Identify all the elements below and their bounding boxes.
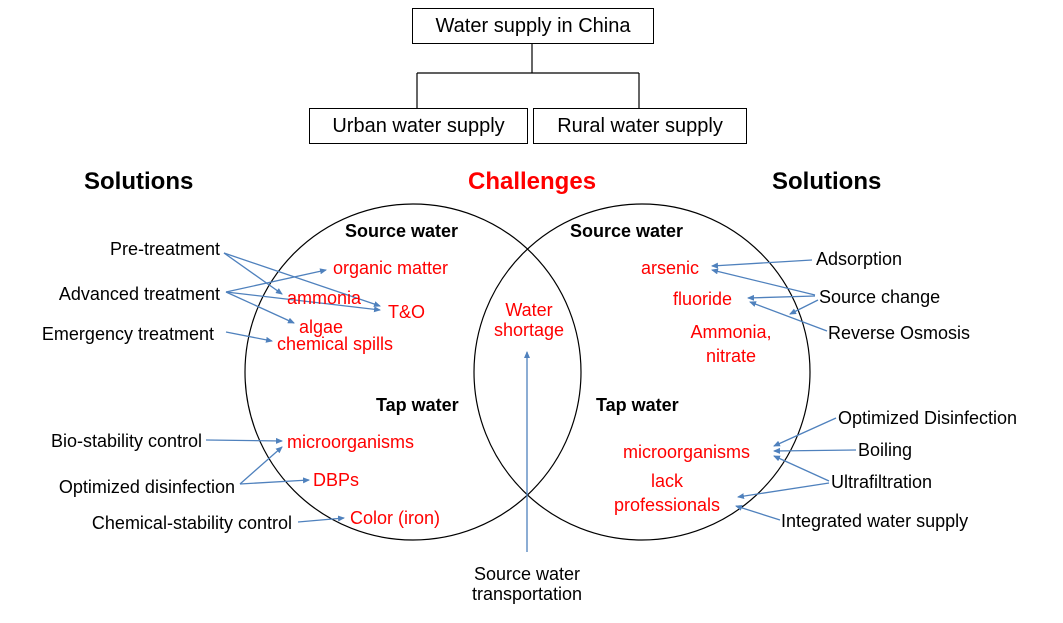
rural-solution-ultrafiltration: Ultrafiltration — [831, 472, 933, 492]
urban-source-water-label: Source water — [345, 221, 459, 241]
rural-challenge-arsenic: arsenic — [641, 258, 700, 278]
urban-solution-advanced-treatment: Advanced treatment — [58, 284, 220, 304]
rural-challenge-microorganisms: microorganisms — [623, 442, 751, 462]
arrow-optdisinfection-dbps — [239, 477, 310, 485]
arrow-advanced-to — [225, 291, 381, 313]
arrow-advanced-organic — [225, 268, 327, 293]
arrow-adsorption-arsenic — [711, 259, 813, 269]
urban-solution-chemical-stability: Chemical-stability control — [91, 513, 292, 533]
rural-challenge-fluoride: fluoride — [673, 289, 733, 309]
urban-challenge-t-and-o: T&O — [388, 302, 426, 322]
arrow-integrated-professionals — [735, 504, 781, 521]
arrow-ultrafiltration-microorganisms — [773, 455, 830, 482]
rural-source-water-label: Source water — [570, 221, 684, 241]
urban-challenge-chemical-spills: chemical spills — [277, 334, 394, 354]
arrow-sourcechange-fluoride — [747, 294, 816, 301]
arrow-pretreatment-to — [223, 252, 381, 307]
solutions-left-heading: Solutions — [84, 168, 194, 195]
solutions-right-heading: Solutions — [772, 168, 882, 195]
rural-box: Rural water supply — [533, 108, 747, 144]
urban-solution-bio-stability: Bio-stability control — [50, 431, 202, 451]
challenges-heading: Challenges — [468, 168, 597, 195]
arrow-chemstability-color — [297, 515, 345, 523]
rural-solution-reverse-osmosis: Reverse Osmosis — [828, 323, 971, 343]
rural-challenge-lack-professionals: lack professionals — [613, 471, 721, 515]
urban-tap-water-label: Tap water — [376, 395, 459, 415]
urban-venn-circle — [244, 203, 582, 541]
arrow-emergency-spills — [225, 331, 273, 343]
urban-box: Urban water supply — [309, 108, 528, 144]
urban-challenge-ammonia: ammonia — [287, 288, 362, 308]
rural-solution-integrated-water-supply: Integrated water supply — [781, 511, 969, 531]
arrow-optdisinfection2-microorganisms — [773, 417, 837, 447]
urban-challenge-color-iron: Color (iron) — [350, 508, 441, 528]
urban-solution-optimized-disinfection: Optimized disinfection — [58, 477, 235, 497]
urban-solution-pre-treatment: Pre-treatment — [109, 239, 220, 259]
solution-arrows — [205, 252, 857, 552]
root-box: Water supply in China — [412, 8, 654, 44]
rural-tap-water-label: Tap water — [596, 395, 679, 415]
urban-solution-emergency-treatment: Emergency treatment — [41, 324, 214, 344]
rural-solution-adsorption: Adsorption — [816, 249, 903, 269]
urban-challenge-organic-matter: organic matter — [333, 258, 449, 278]
tree-connector-lines — [416, 42, 640, 108]
arrow-optdisinfection-microorganisms — [239, 446, 283, 485]
arrow-ultrafiltration-professionals — [737, 482, 830, 500]
rural-solution-optimized-disinfection: Optimized Disinfection — [838, 408, 1018, 428]
urban-challenge-dbps: DBPs — [313, 470, 360, 490]
arrow-sourcechange-ammonia — [789, 299, 819, 315]
shared-solution-source-water-transportation: Source water transportation — [471, 564, 583, 604]
rural-venn-circle — [473, 203, 811, 541]
arrow-pretreatment-ammonia — [223, 252, 283, 295]
arrow-biostability-microorganisms — [205, 437, 283, 444]
arrow-sourcechange-arsenic — [711, 268, 816, 296]
urban-challenge-microorganisms: microorganisms — [287, 432, 415, 452]
rural-solution-source-change: Source change — [819, 287, 941, 307]
rural-challenge-ammonia-nitrate: Ammonia, nitrate — [690, 322, 772, 366]
arrow-reverseosmosis-fluoride — [749, 301, 828, 332]
rural-solution-boiling: Boiling — [858, 440, 913, 460]
urban-challenge-algae: algae — [299, 317, 344, 337]
arrow-boiling-microorganisms — [773, 447, 857, 454]
arrow-advanced-algae — [225, 291, 295, 324]
shared-challenge-water-shortage: Water shortage — [493, 300, 565, 340]
